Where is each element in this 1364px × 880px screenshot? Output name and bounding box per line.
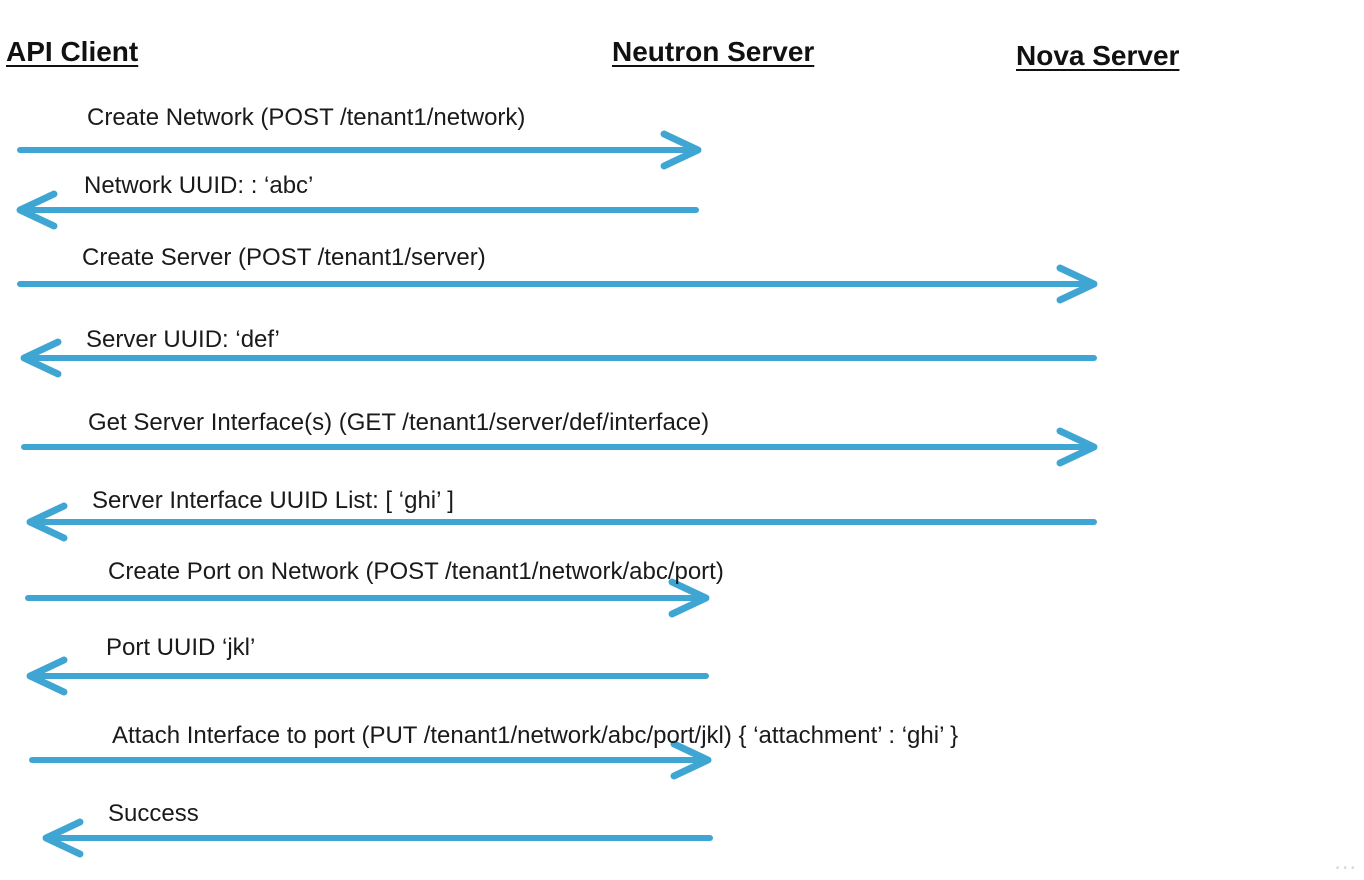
message-arrow-head-1 bbox=[660, 130, 702, 170]
watermark: … bbox=[1334, 848, 1358, 875]
message-arrow-head-4 bbox=[20, 338, 62, 378]
message-label-7: Create Port on Network (POST /tenant1/ne… bbox=[108, 558, 724, 585]
message-label-4: Server UUID: ‘def’ bbox=[86, 326, 280, 353]
message-label-2: Network UUID: : ‘abc’ bbox=[84, 172, 314, 199]
message-arrow-head-5 bbox=[1056, 427, 1098, 467]
message-label-5: Get Server Interface(s) (GET /tenant1/se… bbox=[88, 409, 710, 436]
message-arrow-head-6 bbox=[26, 502, 68, 542]
actor-api-client: API Client bbox=[6, 36, 139, 67]
message-arrow-head-3 bbox=[1056, 264, 1098, 304]
message-label-9: Attach Interface to port (PUT /tenant1/n… bbox=[112, 722, 959, 749]
message-arrow-head-2 bbox=[16, 190, 58, 230]
message-label-6: Server Interface UUID List: [ ‘ghi’ ] bbox=[92, 487, 454, 514]
actor-nova-server: Nova Server bbox=[1016, 40, 1180, 71]
message-arrow-head-7 bbox=[668, 578, 710, 618]
message-arrow-head-10 bbox=[42, 818, 84, 858]
message-label-3: Create Server (POST /tenant1/server) bbox=[82, 244, 486, 271]
message-label-8: Port UUID ‘jkl’ bbox=[106, 634, 256, 661]
message-arrow-head-9 bbox=[670, 740, 712, 780]
message-label-1: Create Network (POST /tenant1/network) bbox=[87, 104, 526, 131]
message-label-10: Success bbox=[108, 800, 199, 827]
message-arrow-head-8 bbox=[26, 656, 68, 696]
actor-neutron-server: Neutron Server bbox=[612, 36, 815, 67]
